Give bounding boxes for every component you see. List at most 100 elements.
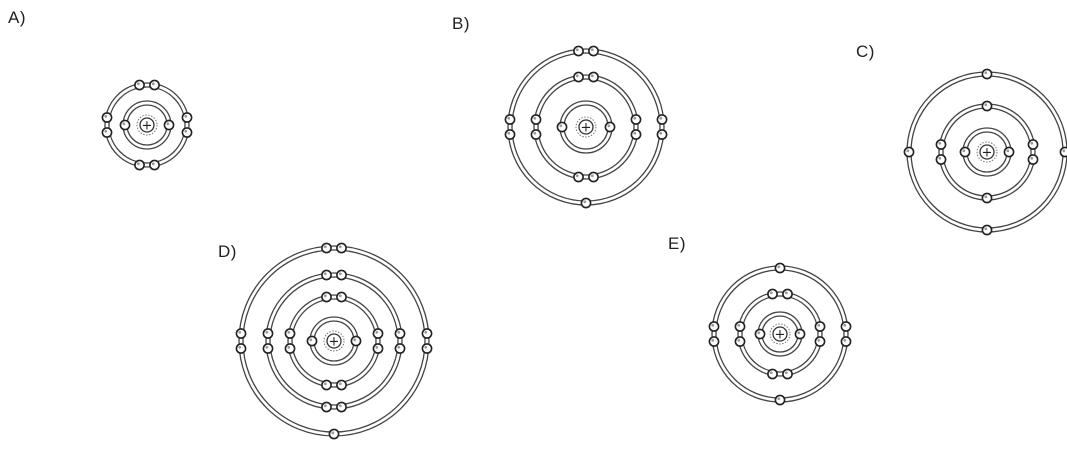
electron	[708, 336, 720, 347]
atom-c: +	[903, 68, 1067, 236]
electron	[656, 114, 668, 125]
electron	[734, 321, 746, 332]
nucleus-charge: +	[581, 121, 592, 136]
electron	[306, 335, 318, 347]
electron	[328, 428, 340, 440]
electron	[588, 171, 599, 183]
electron	[336, 401, 347, 413]
electron	[321, 269, 332, 281]
electron	[235, 328, 247, 339]
label-d: D)	[218, 242, 237, 261]
electron	[262, 328, 274, 339]
electron	[630, 114, 642, 125]
electron	[794, 328, 806, 340]
electron	[1027, 139, 1039, 150]
electron	[734, 336, 746, 347]
electron	[903, 146, 915, 158]
electron	[321, 291, 332, 303]
atom-d: +	[235, 242, 433, 440]
electron	[181, 112, 193, 123]
electron	[421, 343, 433, 354]
label-a: A)	[8, 8, 26, 27]
electron	[935, 139, 947, 150]
electron	[1059, 146, 1067, 158]
atom-e: +	[708, 262, 852, 406]
electron	[767, 368, 778, 380]
electron	[556, 121, 568, 133]
electron	[782, 288, 793, 300]
electron	[321, 379, 332, 391]
atom-a: +	[101, 79, 193, 171]
electron	[656, 129, 668, 140]
electron-shell-2	[533, 74, 639, 180]
electron	[421, 328, 433, 339]
electron	[149, 159, 160, 171]
electron	[981, 224, 993, 236]
electron	[774, 262, 786, 274]
electron	[504, 129, 516, 140]
electron	[981, 68, 993, 80]
electron	[394, 343, 406, 354]
electron	[262, 343, 274, 354]
nucleus-charge: +	[142, 119, 153, 134]
electron	[1027, 154, 1039, 165]
electron	[101, 112, 113, 123]
label-b: B)	[452, 14, 470, 33]
nucleus-charge: +	[775, 328, 786, 343]
electron	[981, 100, 993, 112]
electron	[530, 129, 542, 140]
electron	[321, 242, 332, 254]
electron	[630, 129, 642, 140]
nucleus: +	[575, 116, 597, 138]
nucleus: +	[136, 114, 158, 136]
atom-b: +	[504, 45, 668, 209]
electron	[840, 321, 852, 332]
electron	[580, 197, 592, 209]
electron-shell-2	[104, 82, 190, 168]
electron	[708, 321, 720, 332]
electron-shell-2	[287, 294, 381, 388]
electron	[336, 269, 347, 281]
electron	[336, 242, 347, 254]
nucleus-charge: +	[329, 335, 340, 350]
label-c: C)	[856, 42, 875, 61]
electron	[149, 79, 160, 91]
electron	[782, 368, 793, 380]
nucleus: +	[976, 141, 998, 163]
electron	[604, 121, 616, 133]
electron	[101, 127, 113, 138]
electron	[840, 336, 852, 347]
electron-shell-2	[737, 291, 823, 377]
electron	[754, 328, 766, 340]
electron	[573, 171, 584, 183]
nucleus: +	[769, 323, 791, 345]
nucleus-charge: +	[982, 146, 993, 161]
electron	[372, 343, 384, 354]
electron	[959, 146, 971, 158]
electron	[336, 379, 347, 391]
electron	[573, 45, 584, 57]
electron	[767, 288, 778, 300]
electron	[350, 335, 362, 347]
electron	[163, 119, 175, 131]
electron	[814, 336, 826, 347]
electron	[774, 394, 786, 406]
electron	[134, 159, 145, 171]
electron	[814, 321, 826, 332]
electron	[284, 343, 296, 354]
electron	[372, 328, 384, 339]
electron	[336, 291, 347, 303]
nucleus: +	[323, 330, 345, 352]
electron	[134, 79, 145, 91]
label-e: E)	[668, 234, 686, 253]
electron	[573, 71, 584, 83]
electron	[504, 114, 516, 125]
electron	[394, 328, 406, 339]
electron-shell-3	[265, 272, 403, 410]
electron	[1003, 146, 1015, 158]
electron	[530, 114, 542, 125]
electron	[235, 343, 247, 354]
electron	[588, 71, 599, 83]
electron	[935, 154, 947, 165]
